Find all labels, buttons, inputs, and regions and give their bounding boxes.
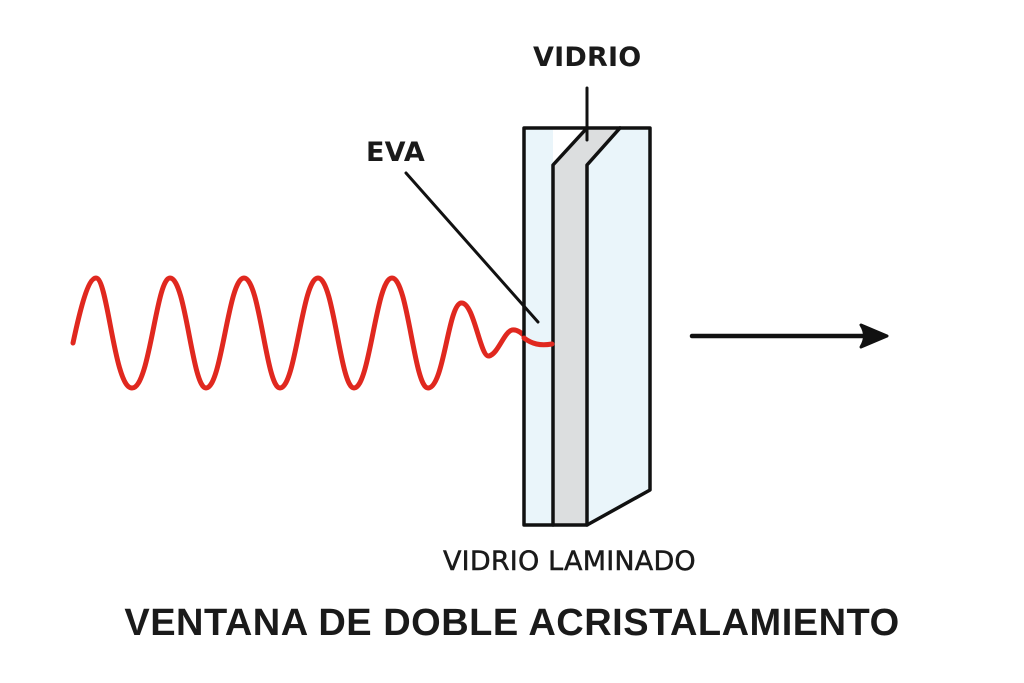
diagram-title: VENTANA DE DOBLE ACRISTALAMIENTO (124, 602, 900, 644)
label-vidrio: VIDRIO (533, 42, 642, 73)
label-vidrio-laminado: VIDRIO LAMINADO (443, 546, 696, 578)
glass-pane-back (587, 128, 650, 525)
laminated-glass-unit (521, 126, 652, 527)
eva-leader-line (404, 171, 540, 324)
glass-pane-front (524, 128, 553, 525)
outgoing-arrow (689, 323, 889, 349)
wave-path (70, 275, 555, 391)
glass-outline (522, 126, 652, 527)
incoming-wave (70, 275, 555, 391)
wave-in-glass (521, 335, 555, 348)
label-eva: EVA (366, 137, 426, 168)
arrow-head-icon (859, 323, 889, 349)
